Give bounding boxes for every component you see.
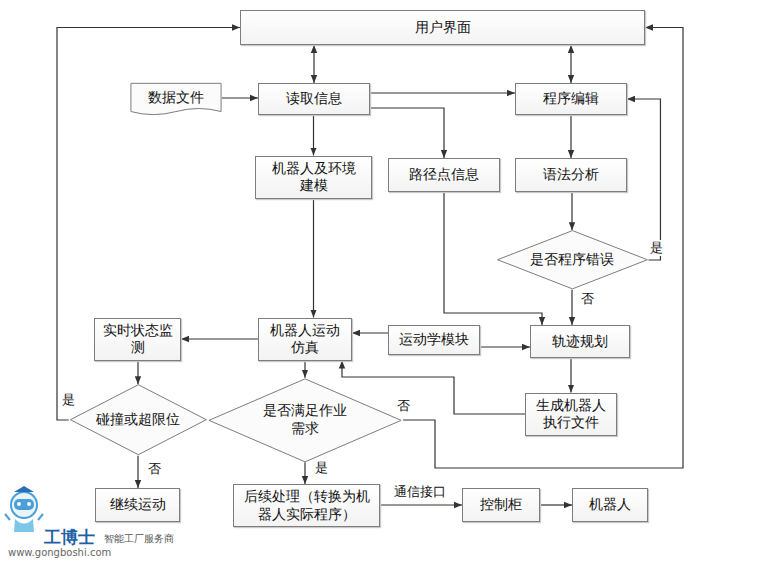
- connector-arrow: [352, 332, 388, 333]
- document-shape: 数据文件: [130, 83, 222, 117]
- connector-arrow: [570, 358, 571, 393]
- process-box: 用户界面: [240, 10, 645, 45]
- connector-arrow: [403, 28, 683, 469]
- process-box: 读取信息: [258, 83, 370, 115]
- connector-arrow: [480, 346, 530, 347]
- process-box: 运动学模块: [388, 325, 480, 355]
- text-group: 是否程序错误: [530, 251, 614, 269]
- text-group: 继续运动: [110, 496, 166, 514]
- text-group: 读取信息: [286, 90, 342, 108]
- edge-label: 是: [648, 240, 665, 256]
- watermark-text: www.gongboshi.com: [8, 547, 111, 558]
- decision-diamond: 碰撞或超限位: [69, 384, 208, 455]
- edge-label: 是: [313, 460, 330, 476]
- process-box: 控制柜: [462, 488, 540, 522]
- connector-arrow: [137, 361, 138, 385]
- connector-arrow: [370, 92, 515, 93]
- node-text: 程序编辑: [543, 90, 599, 108]
- text-group: 运动学模块: [399, 331, 469, 349]
- edge-label: 通信接口: [392, 484, 448, 500]
- connector-arrow: [571, 290, 572, 325]
- process-box: 生成机器人 执行文件: [525, 393, 617, 436]
- text-group: 轨迹规划: [552, 333, 608, 351]
- decision-diamond: 是否程序错误: [496, 230, 649, 289]
- process-box: 实时状态监 测: [94, 318, 181, 361]
- connector-arrow: [313, 199, 314, 318]
- process-box: 机器人: [572, 488, 648, 522]
- connector-arrow: [627, 99, 660, 260]
- node-text: 语法分析: [543, 166, 599, 184]
- node-text: 继续运动: [110, 496, 166, 514]
- node-text: 用户界面: [415, 19, 471, 37]
- text-group: 是否满足作业 需求: [260, 402, 350, 437]
- connector-arrow: [181, 338, 258, 339]
- node-text: 生成机器人 执行文件: [532, 397, 610, 432]
- process-box: 后续处理（转换为机 器人实际程序）: [233, 484, 380, 527]
- node-text: 后续处理（转换为机 器人实际程序）: [239, 488, 374, 523]
- text-group: 路径点信息: [409, 166, 479, 184]
- node-text: 实时状态监 测: [100, 322, 175, 357]
- decision-diamond: 是否满足作业 需求: [207, 378, 403, 463]
- node-text: 运动学模块: [399, 331, 469, 349]
- text-group: 机器人: [589, 496, 631, 514]
- text-group: 碰撞或超限位: [96, 411, 180, 429]
- robot-logo: [5, 486, 43, 532]
- node-text: 轨迹规划: [552, 333, 608, 351]
- connector-arrow: [137, 456, 138, 488]
- process-box: 轨迹规划: [530, 325, 630, 358]
- process-box: 语法分析: [515, 158, 627, 192]
- node-text: 路径点信息: [409, 166, 479, 184]
- connector-arrow: [304, 462, 305, 484]
- connector-arrow: [313, 45, 314, 83]
- connector-arrow: [540, 504, 572, 505]
- connector-arrow: [304, 361, 305, 378]
- node-text: 机器人运动 仿真: [266, 322, 344, 357]
- edge-label: 否: [579, 291, 596, 307]
- node-text: 碰撞或超限位: [96, 411, 180, 429]
- connector-arrow: [370, 108, 444, 158]
- connector-arrow: [571, 192, 572, 230]
- connector-arrow: [57, 28, 240, 420]
- edge-label: 是: [60, 392, 77, 408]
- node-text: 读取信息: [286, 90, 342, 108]
- connector-arrow: [222, 97, 258, 98]
- node-text: 机器人: [589, 496, 631, 514]
- connector-arrow: [570, 115, 571, 158]
- connector-arrow: [313, 115, 314, 156]
- text-group: 控制柜: [480, 496, 522, 514]
- process-box: 路径点信息: [388, 158, 500, 192]
- process-box: 机器人运动 仿真: [258, 318, 352, 361]
- watermark-text: 智能工厂服务商: [104, 532, 174, 546]
- text-group: 程序编辑: [543, 90, 599, 108]
- text-group: 机器人运动 仿真: [266, 322, 344, 357]
- text-group: 用户界面: [415, 19, 471, 37]
- text-group: 实时状态监 测: [100, 322, 175, 357]
- node-text: 机器人及环境 建模: [269, 160, 359, 195]
- text-group: 语法分析: [543, 166, 599, 184]
- process-box: 程序编辑: [515, 83, 627, 115]
- node-text: 是否满足作业 需求: [260, 402, 350, 437]
- text-group: 数据文件: [148, 93, 204, 107]
- text-group: 机器人及环境 建模: [269, 160, 359, 195]
- node-text: 是否程序错误: [530, 251, 614, 269]
- watermark-text: 工博士: [44, 526, 95, 549]
- edge-label: 否: [395, 398, 412, 414]
- connector-arrow: [570, 45, 571, 83]
- text-group: 后续处理（转换为机 器人实际程序）: [239, 488, 374, 523]
- process-box: 机器人及环境 建模: [255, 156, 372, 199]
- node-text: 数据文件: [148, 89, 204, 107]
- edge-label: 否: [146, 461, 163, 477]
- process-box: 继续运动: [95, 488, 180, 522]
- text-group: 生成机器人 执行文件: [532, 397, 610, 432]
- node-text: 控制柜: [480, 496, 522, 514]
- connector-arrow: [380, 504, 462, 505]
